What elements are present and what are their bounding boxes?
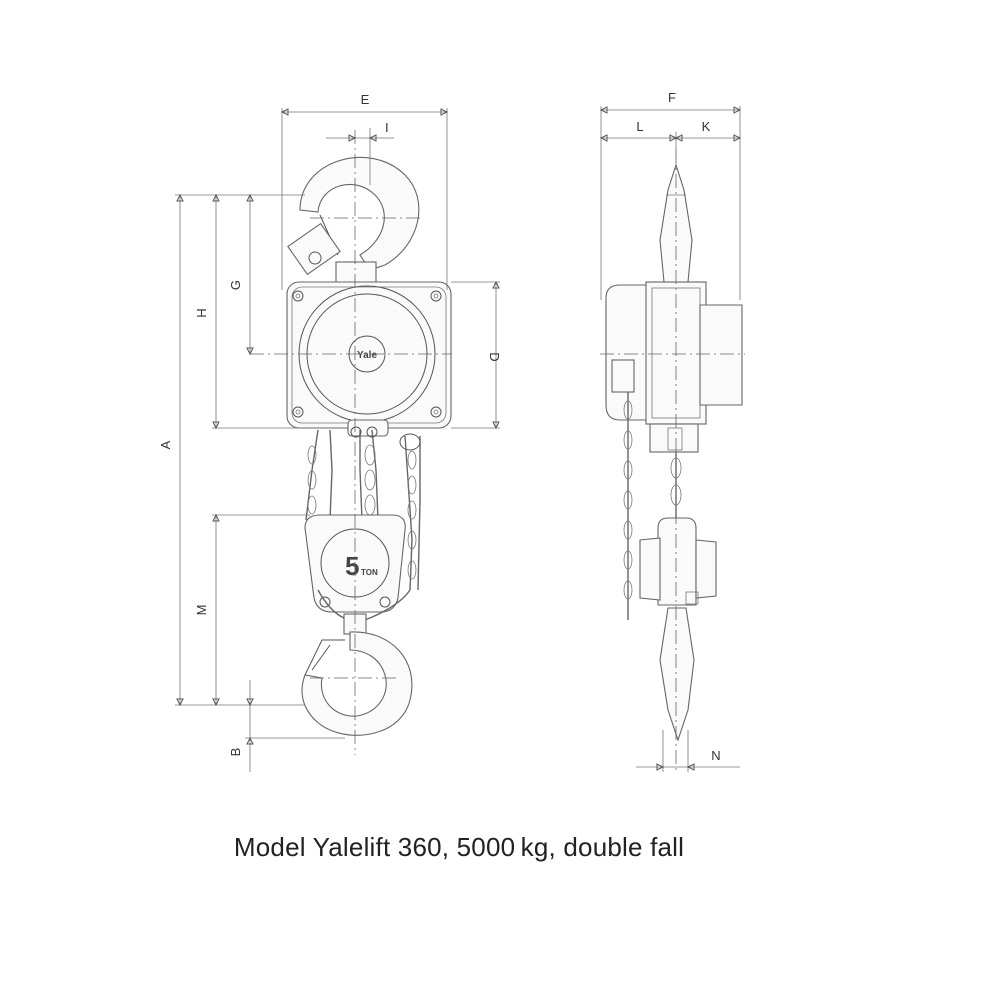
dim-label-N: N bbox=[711, 748, 720, 763]
dim-label-I: I bbox=[385, 120, 389, 135]
dim-label-K: K bbox=[702, 119, 711, 134]
figure-caption: Model Yalelift 360, 5000 kg, double fall bbox=[233, 832, 685, 862]
dim-label-H: H bbox=[194, 308, 209, 317]
dim-label-F: F bbox=[668, 90, 676, 105]
side-bottom-hook bbox=[659, 607, 695, 742]
side-view: F L K N bbox=[599, 90, 745, 772]
dim-label-L: L bbox=[636, 119, 643, 134]
dim-label-B: B bbox=[228, 748, 243, 757]
bottom-hook bbox=[301, 613, 413, 736]
hoist-housing: Yale bbox=[286, 281, 452, 437]
load-chain bbox=[305, 426, 421, 591]
dim-label-M: M bbox=[194, 605, 209, 616]
bottom-block: 5 TON bbox=[304, 514, 411, 622]
dim-label-A: A bbox=[158, 440, 173, 449]
side-housing bbox=[605, 281, 743, 453]
side-bottom-block bbox=[639, 517, 717, 606]
capacity-number: 5 bbox=[345, 551, 359, 581]
front-view: Yale bbox=[158, 92, 502, 772]
dim-label-G: G bbox=[228, 280, 243, 290]
top-hook bbox=[287, 156, 420, 285]
dim-label-E: E bbox=[361, 92, 370, 107]
yale-logo: Yale bbox=[357, 350, 377, 361]
side-hand-chain bbox=[623, 392, 633, 620]
dim-label-D: D bbox=[487, 352, 502, 361]
capacity-unit: TON bbox=[361, 568, 378, 577]
